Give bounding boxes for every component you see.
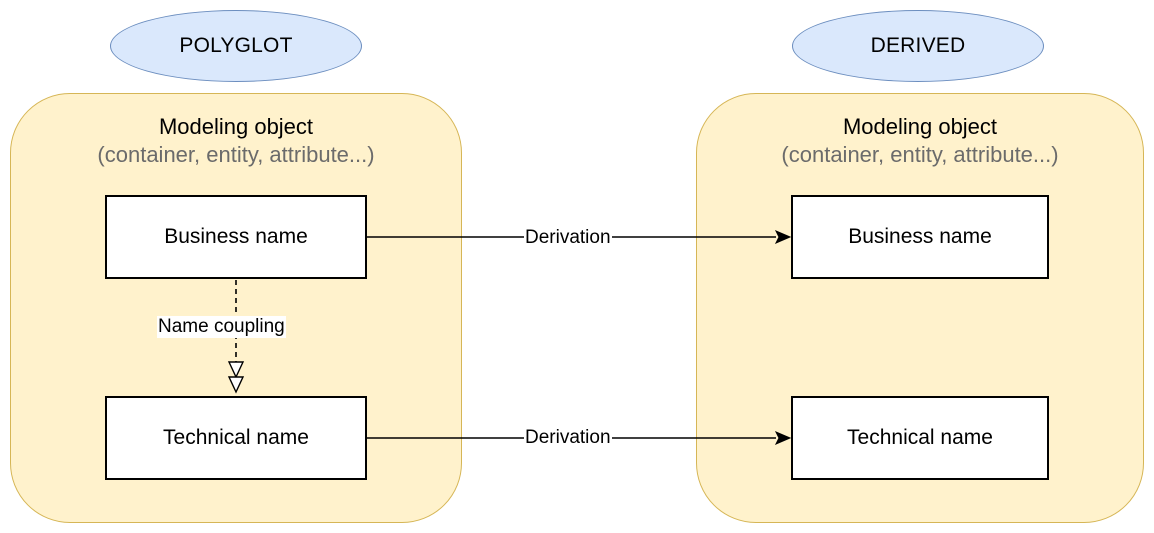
polyglot-technical-name-text: Technical name	[163, 426, 309, 449]
polyglot-technical-name-box: Technical name	[105, 396, 367, 480]
polyglot-ellipse: POLYGLOT	[110, 10, 362, 82]
name-coupling-label: Name coupling	[157, 316, 286, 338]
polyglot-business-name-text: Business name	[164, 225, 308, 248]
polyglot-subtitle-text: (container, entity, attribute...)	[97, 142, 375, 167]
derived-container-title: Modeling object (container, entity, attr…	[694, 113, 1146, 169]
polyglot-label: POLYGLOT	[179, 34, 293, 57]
derived-label: DERIVED	[870, 34, 966, 57]
derived-technical-name-box: Technical name	[791, 396, 1049, 480]
derived-subtitle-text: (container, entity, attribute...)	[781, 142, 1059, 167]
derived-title-text: Modeling object	[842, 114, 998, 139]
business-derivation-label: Derivation	[524, 227, 612, 249]
derived-business-name-text: Business name	[848, 225, 992, 248]
polyglot-container-title: Modeling object (container, entity, attr…	[10, 113, 462, 169]
derived-business-name-box: Business name	[791, 195, 1049, 279]
derived-ellipse: DERIVED	[792, 10, 1044, 82]
derived-technical-name-text: Technical name	[847, 426, 993, 449]
polyglot-business-name-box: Business name	[105, 195, 367, 279]
technical-derivation-label: Derivation	[524, 427, 612, 449]
polyglot-title-text: Modeling object	[158, 114, 314, 139]
